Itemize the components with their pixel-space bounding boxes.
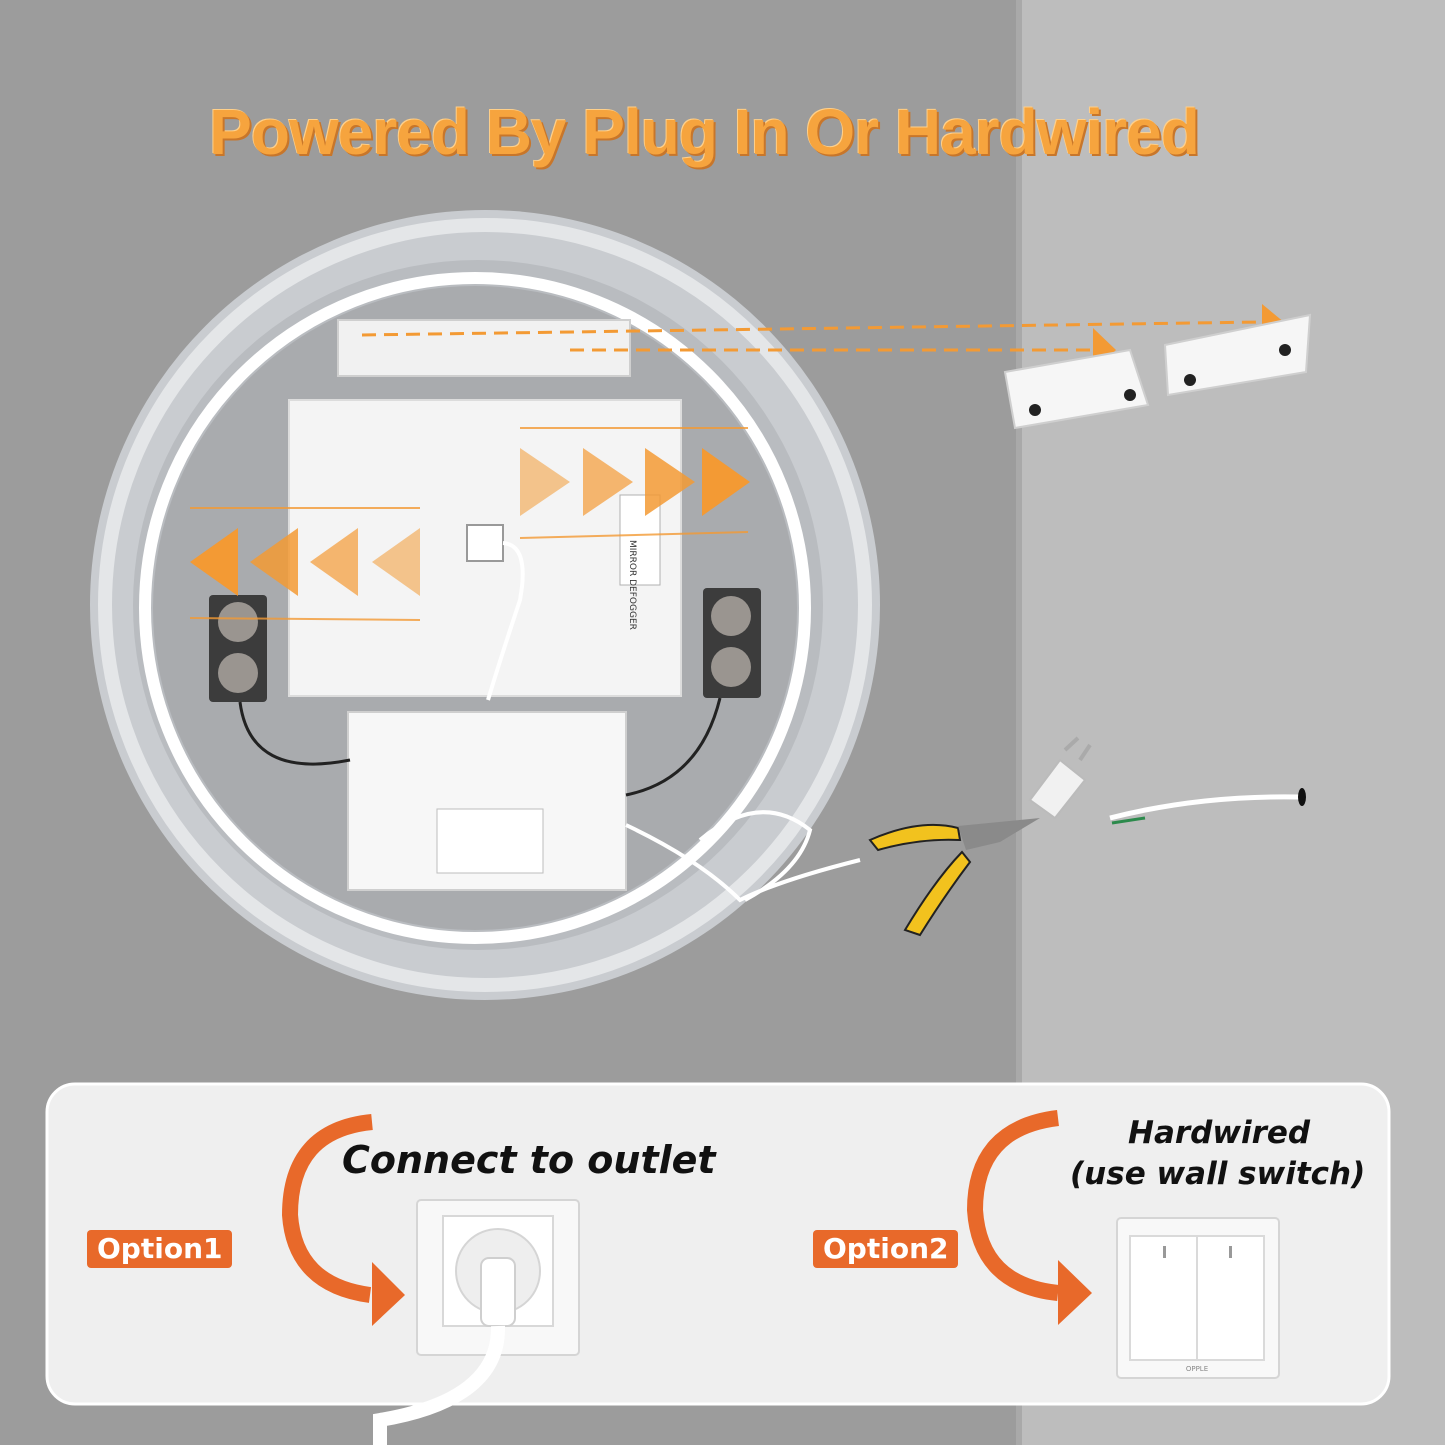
defogger-label: MIRROR DEFOGGER	[627, 540, 637, 630]
arrow-right-icon	[583, 448, 633, 516]
speaker-right	[703, 588, 761, 698]
pliers-icon	[868, 818, 1040, 937]
page-title: Powered By Plug In Or Hardwired	[209, 96, 1200, 168]
arrow-left-icon	[190, 528, 238, 596]
arrow-right-icon	[520, 448, 570, 516]
wall-brackets	[1003, 313, 1312, 430]
slide-left-arrows	[190, 528, 420, 596]
round-mirror-back: MIRROR DEFOGGER	[90, 210, 880, 1000]
option2-caption-line1: Hardwired	[1128, 1115, 1311, 1151]
mounting-guide-arrows	[361, 320, 1263, 352]
option1-badge: Option1	[87, 1230, 233, 1268]
arrow-left-icon	[310, 528, 358, 596]
arrow-right-icon	[702, 448, 750, 516]
slide-right-arrows	[520, 448, 750, 516]
switch-brand: OPPLE	[1186, 1365, 1208, 1373]
arrow-left-icon	[372, 528, 420, 596]
power-outlet-icon	[373, 1199, 580, 1445]
arrow-left-icon	[250, 528, 298, 596]
control-box	[347, 711, 627, 891]
curved-arrow-icon	[281, 1114, 373, 1303]
option1-caption: Connect to outlet	[342, 1138, 716, 1182]
plug-icon	[1028, 736, 1092, 820]
wall-switch-icon: OPPLE	[1116, 1217, 1280, 1379]
curved-arrow-icon	[966, 1110, 1060, 1301]
option2-caption-line2: (use wall switch)	[1070, 1156, 1366, 1192]
option2-badge: Option2	[813, 1230, 959, 1268]
speaker-left	[209, 595, 267, 702]
arrow-right-icon	[645, 448, 695, 516]
